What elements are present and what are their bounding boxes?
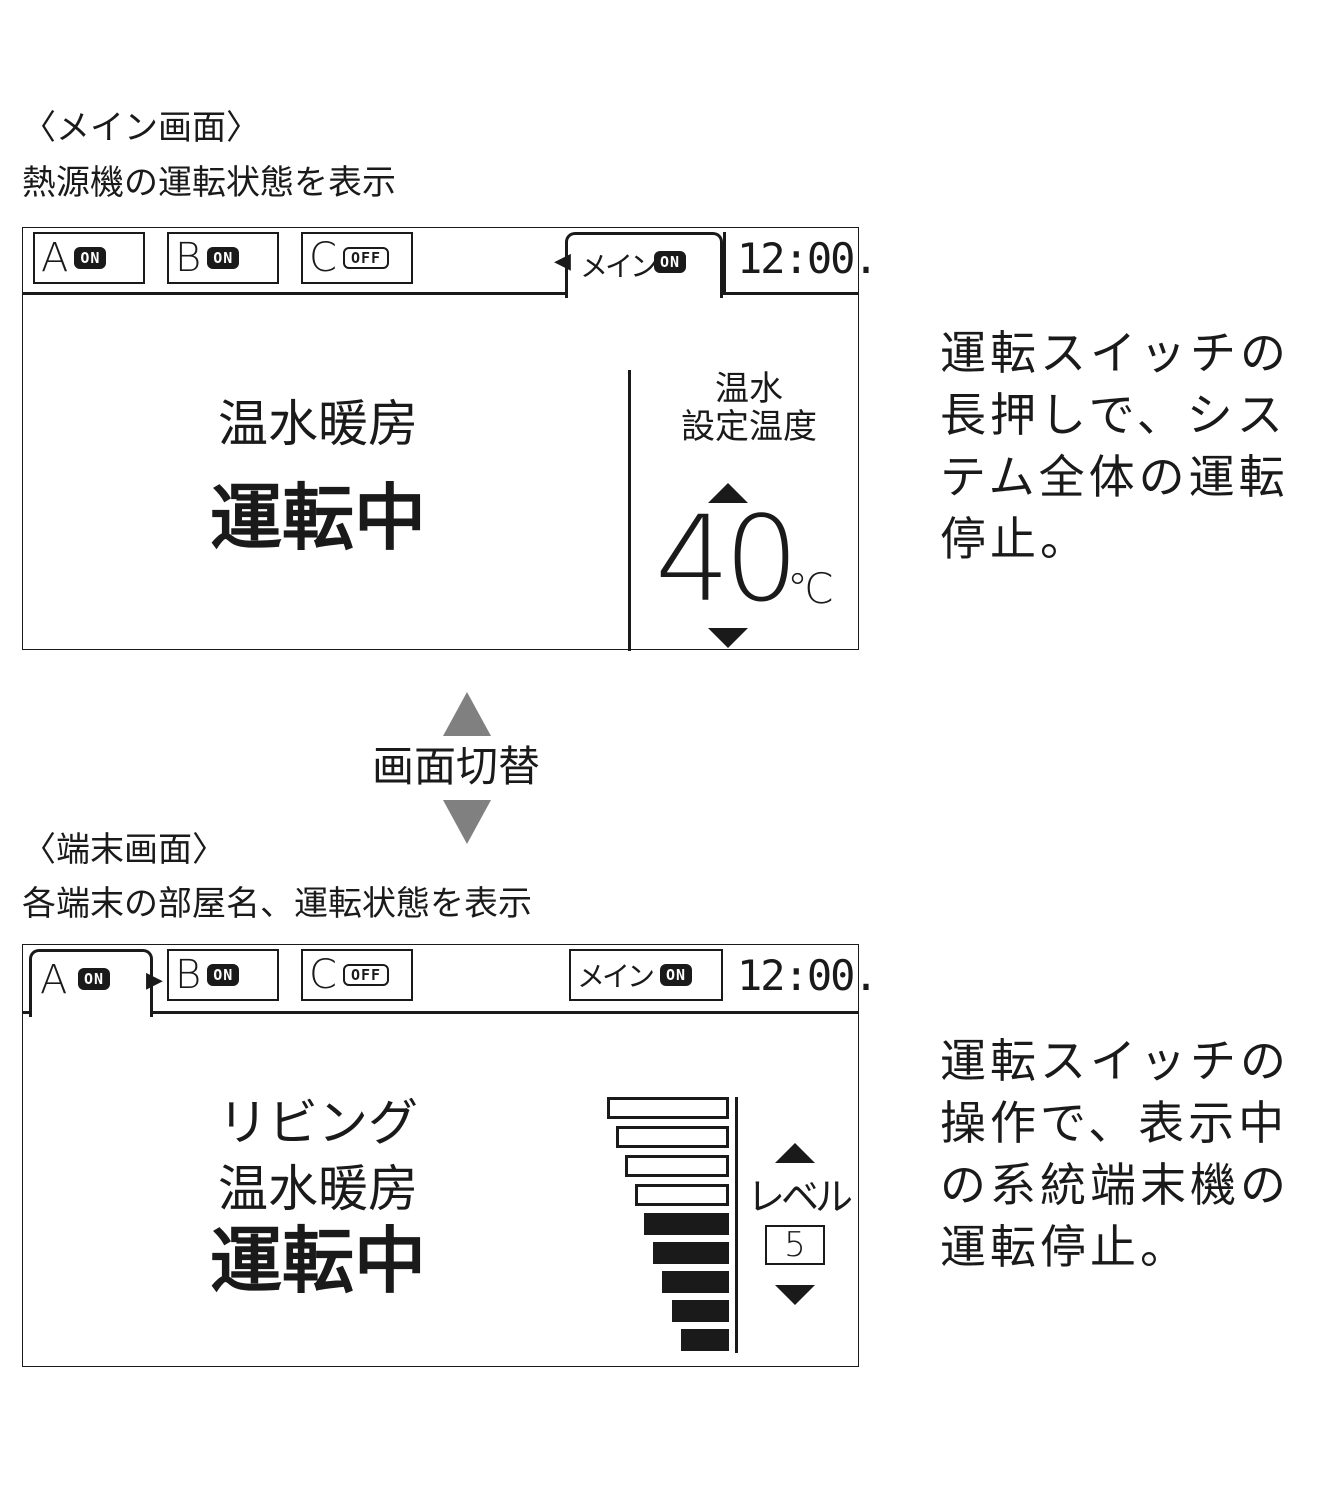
setpoint-divider — [628, 370, 631, 651]
setpoint-label: 温水 設定温度 — [638, 370, 860, 446]
tab-c[interactable]: C OFF — [301, 949, 413, 1001]
tab-main-selected[interactable]: ◀ メイン ON — [554, 232, 723, 298]
main-screen-heading: 〈メイン画面〉 — [22, 108, 260, 148]
tab-a-state-badge: ON — [78, 968, 111, 990]
main-screen-description: 熱源機の運転状態を表示 — [22, 163, 396, 203]
tab-b[interactable]: B ON — [167, 232, 279, 284]
tab-a-letter: A — [41, 235, 69, 281]
terminal-screen-note: 運転スイッチの操作で、表示中の系統端末機の運転停止。 — [940, 1034, 1290, 1274]
tab-a-letter: A — [40, 957, 68, 1003]
tab-main[interactable]: メイン ON — [569, 949, 723, 1001]
level-bar — [681, 1329, 729, 1351]
level-bar — [625, 1155, 729, 1177]
tab-c-state-badge: OFF — [342, 247, 390, 269]
operation-mode: 温水暖房 — [218, 1160, 418, 1218]
level-divider — [735, 1097, 738, 1353]
level-bar — [672, 1300, 729, 1322]
tab-b-state-badge: ON — [207, 964, 240, 986]
clock-divider — [723, 232, 726, 294]
main-screen-panel: A ON B ON C OFF ◀ メイン ON 12:00. 温水暖房 運転中… — [22, 227, 879, 651]
tab-main-label: メイン — [580, 250, 658, 283]
setpoint-label-line2: 設定温度 — [681, 407, 817, 447]
terminal-screen-heading: 〈端末画面〉 — [22, 830, 226, 870]
tab-left-arrow-icon: ◀ — [554, 249, 571, 274]
tab-main-label: メイン — [577, 960, 655, 993]
level-bar — [635, 1184, 729, 1206]
setpoint-unit: ℃ — [787, 564, 835, 613]
terminal-screen-panel: A ON ▶ B ON C OFF メイン ON 12:00. リビング 温水暖… — [22, 944, 879, 1367]
tab-b-letter: B — [175, 235, 202, 281]
tab-main-state-badge: ON — [660, 964, 693, 986]
tab-bar-divider — [23, 292, 858, 295]
level-bar — [644, 1213, 729, 1235]
tab-c-letter: C — [309, 235, 337, 281]
operation-status: 運転中 — [209, 1219, 426, 1303]
operation-mode: 温水暖房 — [218, 395, 418, 453]
tab-c-letter: C — [309, 952, 337, 998]
switch-down-arrow-icon — [443, 800, 491, 844]
room-name: リビング — [218, 1094, 418, 1152]
tab-bar-divider — [23, 1011, 858, 1014]
setpoint-value: 40 — [655, 490, 799, 628]
tab-b-state-badge: ON — [207, 247, 240, 269]
level-label: レベル — [746, 1175, 853, 1219]
setpoint-label-line1: 温水 — [715, 369, 783, 409]
level-down-arrow-icon[interactable] — [775, 1285, 815, 1305]
tab-a[interactable]: A ON — [33, 232, 145, 284]
switch-label: 画面切替 — [372, 742, 541, 791]
tab-a-selected[interactable]: A ON ▶ — [29, 949, 163, 1017]
main-screen-note: 運転スイッチの長押しで、システム全体の運転停止。 — [940, 326, 1290, 566]
tab-c-state-badge: OFF — [342, 964, 390, 986]
level-bar — [662, 1271, 729, 1293]
level-value: 5 — [765, 1225, 825, 1265]
clock: 12:00. — [737, 234, 879, 283]
operation-status: 運転中 — [209, 476, 426, 560]
tab-b-letter: B — [175, 952, 202, 998]
tab-c[interactable]: C OFF — [301, 232, 413, 284]
switch-up-arrow-icon — [443, 692, 491, 736]
level-up-arrow-icon[interactable] — [775, 1143, 815, 1163]
level-bar — [616, 1126, 729, 1148]
level-bar — [607, 1097, 729, 1119]
setpoint-up-arrow-icon[interactable] — [708, 483, 748, 503]
setpoint-down-arrow-icon[interactable] — [708, 628, 748, 648]
tab-right-arrow-icon: ▶ — [146, 968, 163, 993]
terminal-screen-description: 各端末の部屋名、運転状態を表示 — [22, 884, 532, 924]
tab-main-state-badge: ON — [654, 251, 687, 273]
clock: 12:00. — [737, 951, 879, 1000]
tab-b[interactable]: B ON — [167, 949, 279, 1001]
level-bar — [653, 1242, 729, 1264]
tab-a-state-badge: ON — [74, 247, 107, 269]
